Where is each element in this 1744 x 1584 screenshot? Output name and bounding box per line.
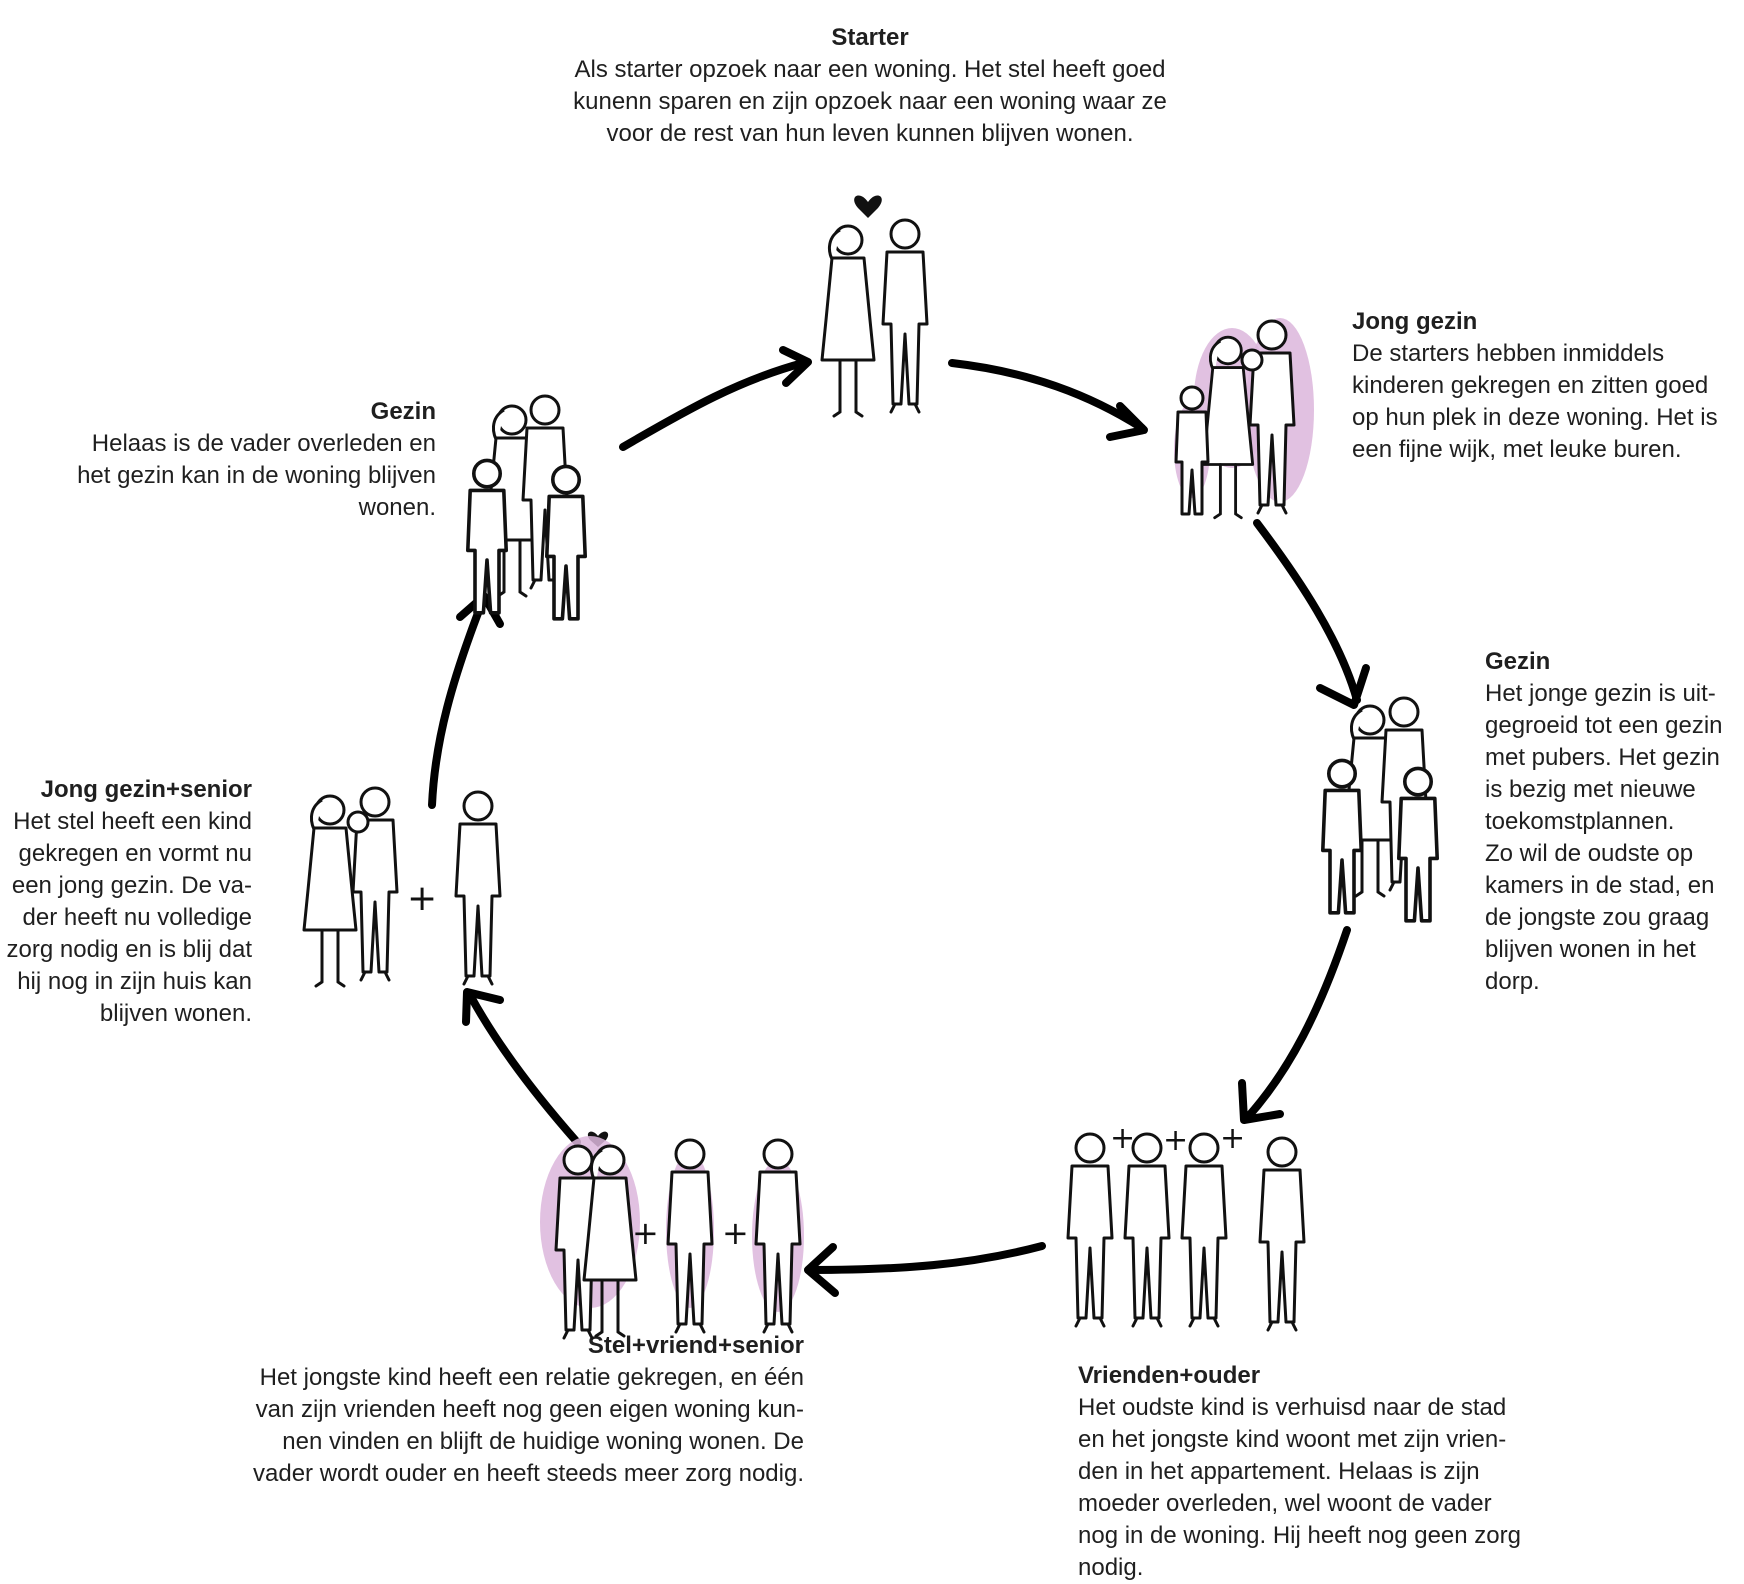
stage-description: Helaas is de vader overleden en het gezi… xyxy=(77,430,436,521)
stage-description: De starters hebben inmiddels kinderen ge… xyxy=(1352,340,1718,463)
arrow-vrienden-to-stel xyxy=(806,1242,1046,1274)
plus-icon: + xyxy=(1110,1121,1135,1156)
arrow-starter-to-jong-gezin xyxy=(948,359,1146,432)
stage-starter-label: Starter Als starter opzoek naar een woni… xyxy=(520,22,1220,150)
jong-gezin-illustration xyxy=(1174,318,1314,520)
arrow-gezin-to-starter xyxy=(619,359,807,451)
plus-icon: + xyxy=(407,878,437,919)
plus-icon: + xyxy=(632,1214,659,1252)
stage-jong-gezin-senior-label: Jong gezin+senior Het stel heeft een kin… xyxy=(0,774,252,1030)
stage-title: Jong gezin xyxy=(1352,308,1478,335)
stage-title: Starter xyxy=(831,24,909,51)
jong-gezin-senior-illustration: + xyxy=(302,786,502,988)
stel-vriend-senior-illustration: + + xyxy=(540,1131,804,1340)
stage-title: Vrienden+ouder xyxy=(1078,1362,1261,1389)
heart-icon xyxy=(854,195,882,218)
gezin-right-illustration xyxy=(1321,696,1439,923)
stage-description: Het jonge gezin is uit- gegroeid tot een… xyxy=(1485,680,1723,995)
stage-description: Als starter opzoek naar een woning. Het … xyxy=(573,56,1167,147)
stage-stel-vriend-senior-label: Stel+vriend+senior Het jongste kind heef… xyxy=(160,1330,804,1490)
starter-illustration xyxy=(820,195,929,418)
stage-description: Het jongste kind heeft een relatie gekre… xyxy=(253,1364,804,1487)
plus-icon: + xyxy=(1163,1123,1188,1158)
stage-description: Het stel heeft een kind gekregen en vorm… xyxy=(6,808,252,1027)
cycle-arrows xyxy=(428,346,1370,1297)
arrow-jong-gezin-to-gezin xyxy=(1253,519,1361,704)
stage-description: Het oudste kind is verhuisd naar de stad… xyxy=(1078,1394,1521,1581)
stage-title: Gezin xyxy=(370,398,436,425)
arrow-stel-to-jong-gezin-senior xyxy=(466,991,581,1146)
gezin-left-illustration xyxy=(465,394,588,621)
arrow-jong-gezin-senior-to-gezin xyxy=(428,596,487,809)
vrienden-ouder-illustration: + + + xyxy=(1066,1121,1306,1332)
plus-icon: + xyxy=(1220,1121,1245,1156)
stage-gezin-right-label: Gezin Het jonge gezin is uit- gegroeid t… xyxy=(1485,646,1744,998)
stage-title: Gezin xyxy=(1485,648,1551,675)
stage-vrienden-ouder-label: Vrienden+ouder Het oudste kind is verhui… xyxy=(1078,1360,1598,1584)
stage-jong-gezin-label: Jong gezin De starters hebben inmiddels … xyxy=(1352,306,1744,466)
stage-gezin-left-label: Gezin Helaas is de vader overleden en he… xyxy=(20,396,436,524)
stage-title: Jong gezin+senior xyxy=(40,776,252,803)
plus-icon: + xyxy=(722,1214,749,1252)
arrow-gezin-to-vrienden xyxy=(1243,926,1351,1122)
